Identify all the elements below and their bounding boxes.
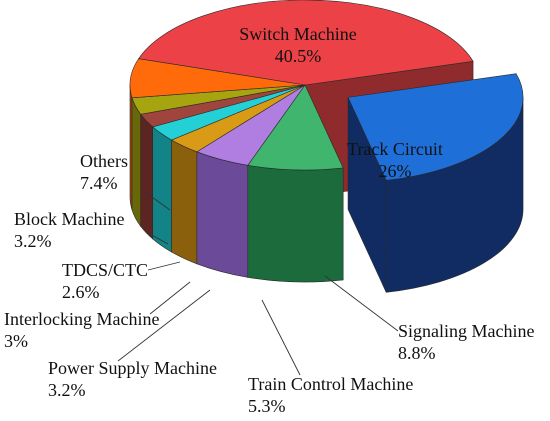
track-circuit-label: Track Circuit: [347, 139, 443, 159]
tdcs-ctc-side-face: [140, 113, 154, 240]
track-circuit-slice: [347, 73, 524, 181]
block-machine-percent-label: 3.2%: [14, 231, 52, 251]
block-machine-leader-line: [147, 232, 169, 245]
track-circuit-percent-label: 26%: [379, 161, 412, 181]
signaling-machine-label: Signaling Machine: [398, 321, 534, 341]
power-supply-machine-percent-label: 3.2%: [48, 380, 86, 400]
signaling-machine-leader-line: [324, 275, 399, 332]
tdcs-ctc-label: TDCS/CTC: [62, 260, 148, 280]
power-supply-machine-label: Power Supply Machine: [48, 358, 217, 378]
interlocking-machine-side-face: [152, 126, 172, 253]
signaling-machine-side-face: [247, 164, 344, 283]
train-control-machine-label: Train Control Machine: [248, 374, 413, 394]
others-percent-label: 7.4%: [80, 173, 118, 193]
others-label: Others: [80, 151, 128, 171]
interlocking-machine-percent-label: 3%: [4, 331, 28, 351]
switch-machine-slice: [138, 0, 474, 86]
power-supply-machine-side-face: [171, 139, 198, 265]
block-machine-side-face: [131, 97, 142, 228]
pie-tops: [129, 0, 524, 181]
train-control-machine-side-face: [196, 151, 249, 278]
switch-machine-percent-label: 40.5%: [275, 46, 322, 66]
train-control-machine-leader-line: [261, 299, 301, 376]
block-machine-label: Block Machine: [14, 209, 124, 229]
others-leader-line: [144, 191, 171, 211]
power-supply-machine-leader-line: [117, 289, 211, 362]
others-slice: [129, 58, 306, 99]
switch-machine-label: Switch Machine: [239, 24, 356, 44]
interlocking-machine-label: Interlocking Machine: [4, 309, 159, 329]
train-control-machine-percent-label: 5.3%: [248, 396, 286, 416]
pie-leaders: [117, 191, 399, 376]
tdcs-ctc-leader-line: [147, 261, 181, 271]
tdcs-ctc-percent-label: 2.6%: [62, 282, 100, 302]
signaling-machine-percent-label: 8.8%: [398, 343, 436, 363]
interlocking-machine-leader-line: [149, 281, 191, 315]
signaling-machine-slice: [247, 84, 344, 171]
